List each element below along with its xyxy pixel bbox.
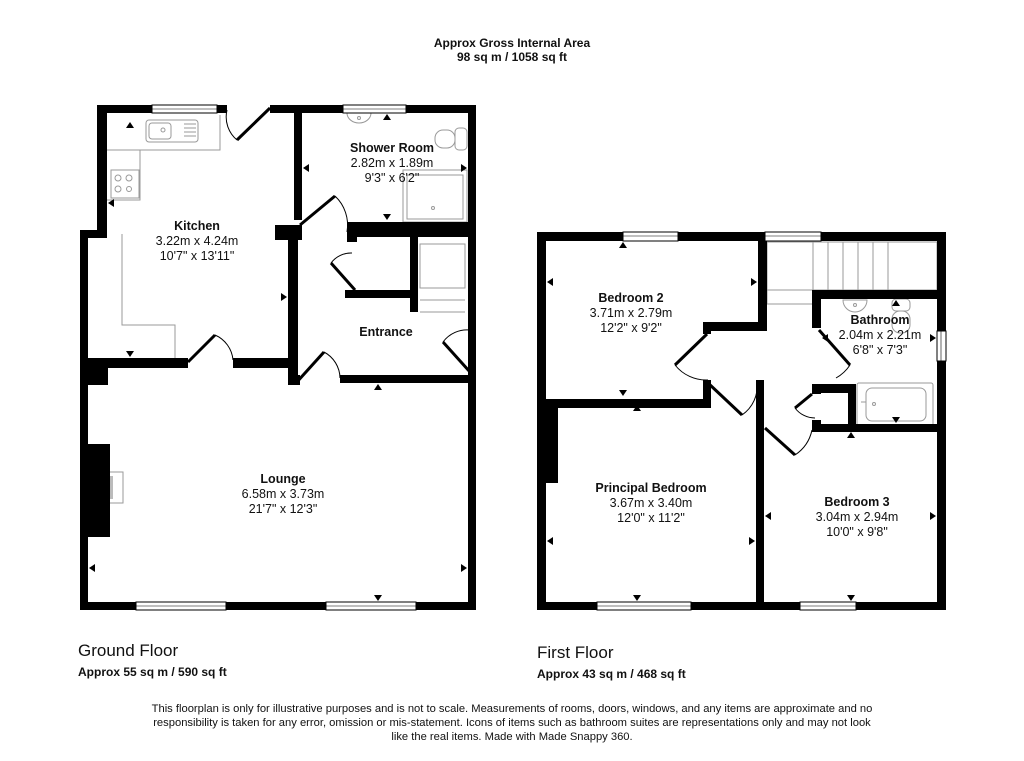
room-metric: 2.82m x 1.89m — [350, 156, 434, 170]
floor-name: Ground Floor — [78, 641, 179, 660]
first-floor-caption: First Floor Approx 43 sq m / 468 sq ft — [537, 643, 686, 681]
room-imperial: 10'7" x 13'11" — [159, 249, 235, 263]
room-name: Bedroom 3 — [824, 495, 890, 509]
room-kitchen: Kitchen 3.22m x 4.24m 10'7" x 13'11" — [156, 219, 239, 264]
room-imperial: 12'2" x 9'2" — [600, 321, 662, 335]
room-imperial: 10'0" x 9'8" — [826, 525, 888, 539]
room-principal-bedroom: Principal Bedroom 3.67m x 3.40m 12'0" x … — [595, 481, 706, 526]
room-bedroom-2: Bedroom 2 3.71m x 2.79m 12'2" x 9'2" — [590, 291, 673, 336]
room-metric: 3.04m x 2.94m — [815, 510, 899, 524]
room-entrance: Entrance — [359, 325, 413, 340]
room-imperial: 12'0" x 11'2" — [617, 511, 685, 525]
disclaimer-text: This floorplan is only for illustrative … — [151, 703, 873, 743]
room-metric: 3.22m x 4.24m — [155, 234, 239, 248]
gross-area-title: Approx Gross Internal Area — [433, 36, 591, 50]
room-bedroom-3: Bedroom 3 3.04m x 2.94m 10'0" x 9'8" — [816, 495, 899, 540]
gross-area-value: 98 sq m / 1058 sq ft — [456, 50, 568, 64]
ground-floor-plan — [80, 104, 476, 611]
room-imperial: 6'8" x 7'3" — [852, 343, 908, 357]
floor-area: Approx 43 sq m / 468 sq ft — [537, 667, 686, 681]
room-metric: 3.71m x 2.79m — [589, 306, 673, 320]
room-imperial: 9'3" x 6'2" — [364, 171, 420, 185]
room-shower-room: Shower Room 2.82m x 1.89m 9'3" x 6'2" — [350, 141, 434, 186]
floor-name: First Floor — [537, 643, 614, 662]
gross-area-header: Approx Gross Internal Area 98 sq m / 105… — [0, 36, 1024, 64]
first-floor-plan — [537, 231, 947, 611]
room-lounge: Lounge 6.58m x 3.73m 21'7" x 12'3" — [242, 472, 325, 517]
room-name: Entrance — [359, 325, 413, 339]
room-imperial: 21'7" x 12'3" — [248, 502, 318, 516]
room-name: Principal Bedroom — [595, 481, 707, 495]
room-name: Bathroom — [850, 313, 910, 327]
room-name: Bedroom 2 — [598, 291, 664, 305]
room-metric: 2.04m x 2.21m — [838, 328, 922, 342]
floor-area: Approx 55 sq m / 590 sq ft — [78, 665, 227, 679]
room-metric: 3.67m x 3.40m — [609, 496, 693, 510]
room-name: Lounge — [260, 472, 306, 486]
ground-floor-caption: Ground Floor Approx 55 sq m / 590 sq ft — [78, 641, 227, 679]
room-name: Kitchen — [174, 219, 220, 233]
room-metric: 6.58m x 3.73m — [241, 487, 325, 501]
room-name: Shower Room — [349, 141, 435, 155]
room-bathroom: Bathroom 2.04m x 2.21m 6'8" x 7'3" — [839, 313, 922, 358]
